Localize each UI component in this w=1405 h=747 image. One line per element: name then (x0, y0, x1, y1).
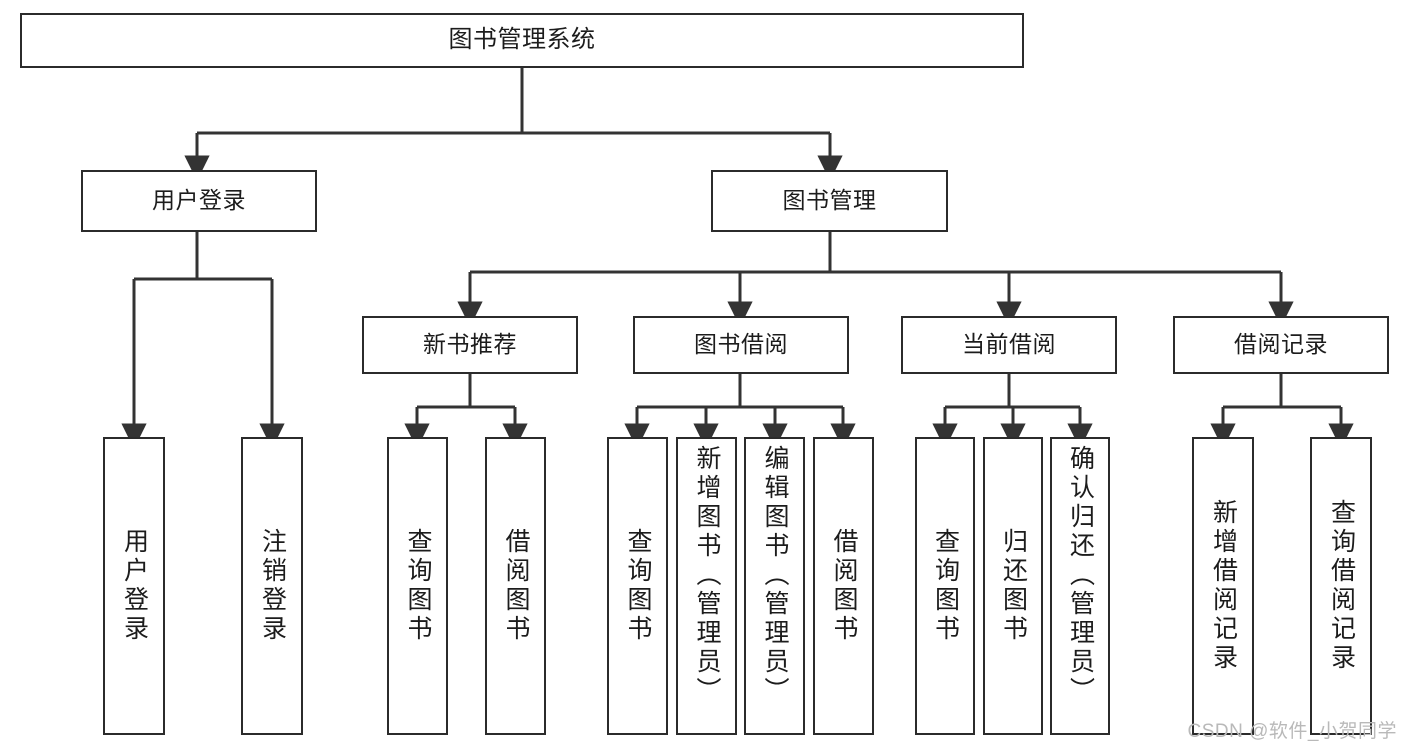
node-user-login-label: 用户登录 (152, 187, 246, 214)
node-book-manage-label: 图书管理 (782, 187, 877, 214)
csdn-watermark: CSDN @软件_小贺同学 (1187, 721, 1397, 742)
node-borrow-record-label: 借阅记录 (1234, 331, 1328, 358)
leaf-edit-book-admin[interactable]: 编辑图书（管理员） (744, 437, 805, 735)
leaf-query-book-current[interactable]: 查询图书 (915, 437, 975, 735)
node-new-book-recommend[interactable]: 新书推荐 (362, 316, 578, 374)
leaf-query-book-borrow-label: 查询图书 (624, 528, 652, 644)
leaf-borrow-book-new-recommend-label: 借阅图书 (502, 528, 530, 644)
leaf-borrow-book-borrow-label: 借阅图书 (830, 528, 858, 644)
node-user-login[interactable]: 用户登录 (81, 170, 317, 232)
leaf-add-borrow-record[interactable]: 新增借阅记录 (1192, 437, 1254, 735)
leaf-query-borrow-record[interactable]: 查询借阅记录 (1310, 437, 1372, 735)
leaf-query-book-current-label: 查询图书 (931, 528, 960, 644)
node-book-borrow[interactable]: 图书借阅 (633, 316, 849, 374)
node-book-borrow-label: 图书借阅 (694, 331, 788, 358)
node-book-manage[interactable]: 图书管理 (711, 170, 948, 232)
node-current-borrow[interactable]: 当前借阅 (901, 316, 1117, 374)
leaf-borrow-book-borrow[interactable]: 借阅图书 (813, 437, 874, 735)
leaf-return-book-label: 归还图书 (999, 528, 1028, 644)
leaf-add-book-admin-label: 新增图书（管理员） (693, 445, 721, 706)
leaf-borrow-book-new-recommend[interactable]: 借阅图书 (485, 437, 546, 735)
leaf-edit-book-admin-label: 编辑图书（管理员） (761, 445, 789, 706)
node-root-book-management-system[interactable]: 图书管理系统 (20, 13, 1024, 68)
leaf-logout-login-label: 注销登录 (258, 528, 287, 644)
leaf-user-login[interactable]: 用户登录 (103, 437, 165, 735)
leaf-user-login-label: 用户登录 (120, 528, 149, 644)
leaf-logout-login[interactable]: 注销登录 (241, 437, 303, 735)
leaf-query-book-borrow[interactable]: 查询图书 (607, 437, 668, 735)
leaf-confirm-return-admin-label: 确认归还（管理员） (1066, 445, 1095, 706)
leaf-query-borrow-record-label: 查询借阅记录 (1327, 499, 1356, 673)
node-new-book-recommend-label: 新书推荐 (423, 331, 517, 358)
leaf-query-book-new-recommend[interactable]: 查询图书 (387, 437, 448, 735)
leaf-add-book-admin[interactable]: 新增图书（管理员） (676, 437, 737, 735)
leaf-add-borrow-record-label: 新增借阅记录 (1209, 499, 1238, 673)
leaf-return-book[interactable]: 归还图书 (983, 437, 1043, 735)
leaf-query-book-new-recommend-label: 查询图书 (404, 528, 432, 644)
leaf-confirm-return-admin[interactable]: 确认归还（管理员） (1050, 437, 1110, 735)
node-root-label: 图书管理系统 (448, 26, 596, 54)
node-current-borrow-label: 当前借阅 (962, 331, 1056, 358)
node-borrow-record[interactable]: 借阅记录 (1173, 316, 1389, 374)
